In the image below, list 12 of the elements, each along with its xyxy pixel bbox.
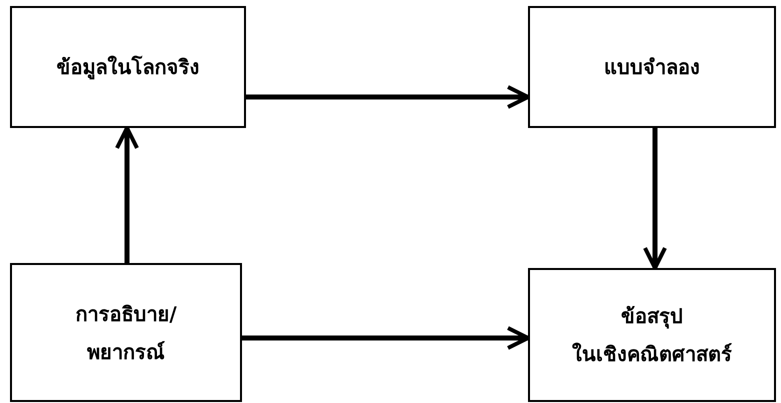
arrow <box>246 85 530 109</box>
process-box <box>528 268 776 402</box>
process-box <box>528 6 776 128</box>
process-box <box>10 263 242 402</box>
box-label: ข้อสรุป ในเชิงคณิตศาสตร์ <box>571 303 733 368</box>
arrow <box>115 126 139 263</box>
arrow <box>643 128 667 270</box>
arrow <box>242 326 530 350</box>
box-label: แบบจำลอง <box>603 54 701 81</box>
process-box <box>10 6 246 128</box>
box-label: การอธิบาย/ พยากรณ์ <box>74 300 178 366</box>
box-label: ข้อมูลในโลกจริง <box>56 54 200 82</box>
